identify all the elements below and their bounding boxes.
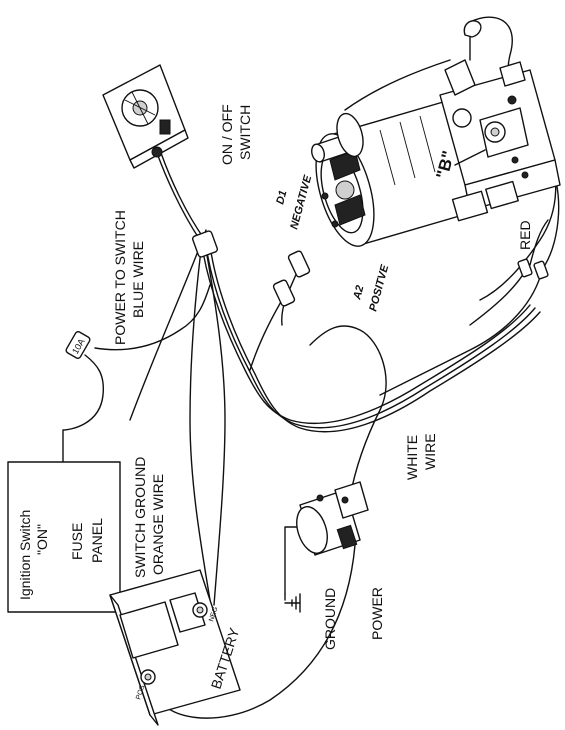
negative-label: NEGATIVE <box>288 174 314 231</box>
ignition-label-2: "ON" <box>34 524 50 555</box>
white-wire-label-1: WHITE <box>404 435 420 480</box>
red-wire-connectors <box>517 258 549 280</box>
battery-pos-label: POS <box>135 684 146 701</box>
ground-label: GROUND <box>322 588 338 650</box>
on-off-label-2: SWITCH <box>237 105 253 160</box>
fuse-label-2: PANEL <box>89 518 105 563</box>
d1-label: D1 <box>274 189 289 206</box>
motor-connector-upper <box>287 250 311 278</box>
starter-solenoid <box>296 481 369 556</box>
battery: POS NEG <box>109 569 241 726</box>
power-to-switch-label-2: BLUE WIRE <box>130 241 146 318</box>
fuse-label-1: FUSE <box>69 523 85 560</box>
positive-label: POSITVE <box>367 263 391 313</box>
battery-neg-label: NEG <box>208 606 219 623</box>
valve-block <box>439 20 561 222</box>
switch-ground-label-1: SWITCH GROUND <box>132 457 148 578</box>
white-wire-label-2: WIRE <box>422 433 438 470</box>
ground-symbol <box>284 593 301 613</box>
harness-connector <box>191 230 219 258</box>
power-to-switch-label-1: POWER TO SWITCH <box>112 210 128 345</box>
a2-label: A2 <box>351 284 366 302</box>
on-off-label-1: ON / OFF <box>219 104 235 165</box>
valve-b-leader <box>454 149 486 166</box>
motor-connector-lower <box>272 279 296 307</box>
fuse-panel-box: Ignition Switch "ON" FUSE PANEL <box>7 461 121 613</box>
on-off-switch <box>102 64 189 169</box>
ignition-label-1: Ignition Switch <box>17 510 33 600</box>
fuse-10a: 10A <box>65 331 91 359</box>
power-label: POWER <box>369 587 385 640</box>
red-label: RED <box>517 220 533 250</box>
switch-ground-label-2: ORANGE WIRE <box>150 474 166 575</box>
pump-motor <box>311 99 481 247</box>
